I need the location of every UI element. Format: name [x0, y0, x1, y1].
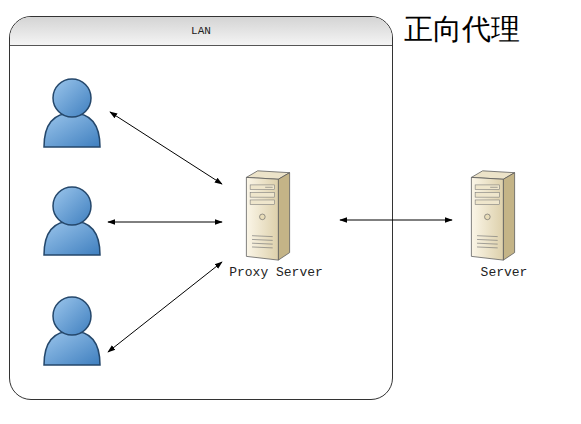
lan-boundary: LAN Proxy Server	[9, 16, 393, 400]
server-icon	[243, 168, 293, 262]
diagram-title: 正向代理	[404, 10, 520, 50]
connector-arrow	[340, 220, 452, 221]
server-node: Server	[446, 165, 562, 283]
server-node: Proxy Server	[218, 165, 334, 283]
server-icon	[468, 168, 518, 262]
server-label: Server	[446, 265, 562, 280]
lan-header: LAN	[10, 17, 392, 46]
server-label: Proxy Server	[218, 265, 334, 280]
